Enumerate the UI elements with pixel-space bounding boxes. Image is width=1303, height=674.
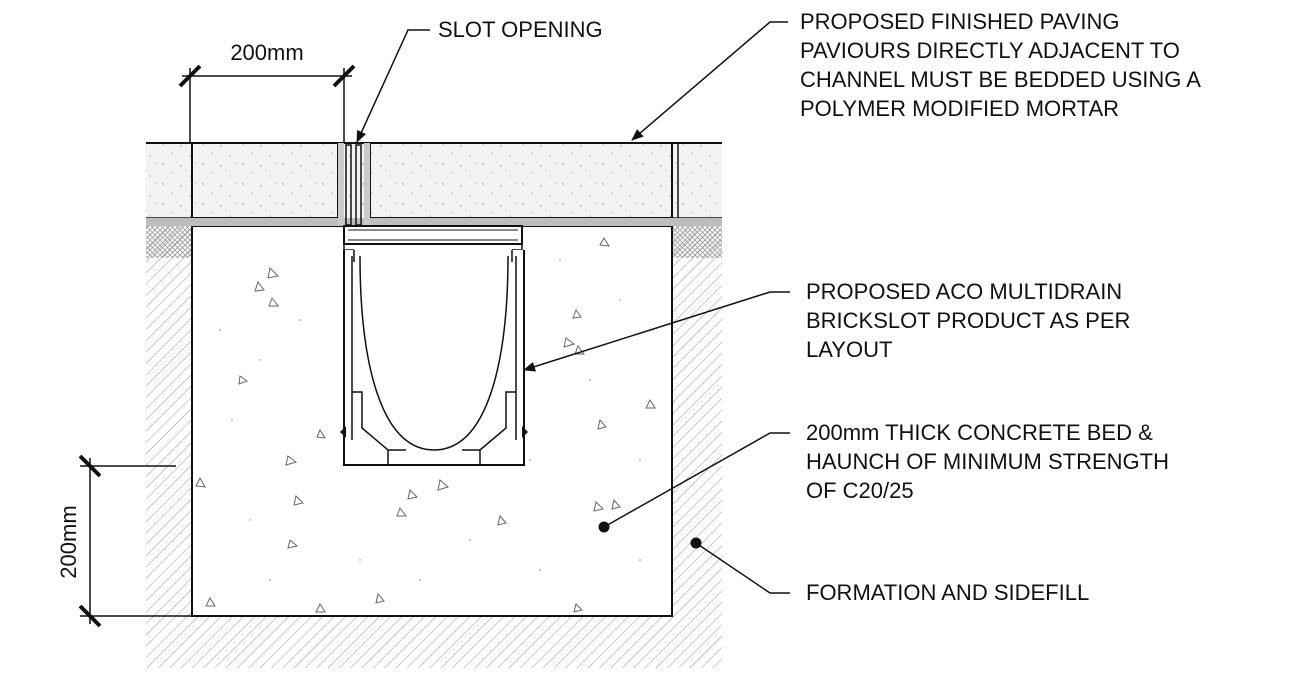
label-line: SLOT OPENING: [438, 17, 603, 42]
label-line: PROPOSED ACO MULTIDRAIN: [806, 279, 1122, 304]
dimension-bed-depth-label: 200mm: [56, 505, 81, 578]
label-slot-opening: SLOT OPENING: [438, 17, 603, 42]
finished-paving: [146, 142, 722, 226]
leader-lines: [356, 21, 790, 594]
label-concrete-bed: 200mm THICK CONCRETE BED & HAUNCH OF MIN…: [806, 420, 1175, 503]
label-line: POLYMER MODIFIED MORTAR: [800, 96, 1119, 121]
leader-concrete-bed: [603, 432, 790, 528]
leader-slot-opening: [356, 29, 430, 143]
label-line: FORMATION AND SIDEFILL: [806, 580, 1089, 605]
label-formation: FORMATION AND SIDEFILL: [806, 580, 1089, 605]
dimension-top-width-label: 200mm: [230, 40, 303, 65]
label-line: PROPOSED FINISHED PAVING: [800, 9, 1119, 34]
leader-finished-paving: [631, 21, 788, 141]
annotations: SLOT OPENING PROPOSED FINISHED PAVING PA…: [438, 9, 1206, 605]
label-channel-product: PROPOSED ACO MULTIDRAIN BRICKSLOT PRODUC…: [806, 279, 1137, 362]
label-line: OF C20/25: [806, 478, 914, 503]
formation-marker: [690, 537, 702, 549]
leader-channel-product: [523, 291, 790, 372]
label-line: HAUNCH OF MINIMUM STRENGTH: [806, 449, 1169, 474]
label-line: CHANNEL MUST BE BEDDED USING A: [800, 67, 1201, 92]
dimension-bed-depth: [78, 454, 192, 628]
concrete-bed-marker: [598, 521, 610, 533]
label-line: BRICKSLOT PRODUCT AS PER: [806, 308, 1130, 333]
label-finished-paving: PROPOSED FINISHED PAVING PAVIOURS DIRECT…: [800, 9, 1206, 121]
label-line: PAVIOURS DIRECTLY ADJACENT TO: [800, 38, 1180, 63]
label-line: LAYOUT: [806, 337, 892, 362]
channel-body: [340, 250, 528, 466]
label-line: 200mm THICK CONCRETE BED &: [806, 420, 1153, 445]
leader-formation: [695, 542, 790, 594]
dimension-top-width: [178, 64, 356, 143]
slot-channel: [343, 144, 523, 251]
